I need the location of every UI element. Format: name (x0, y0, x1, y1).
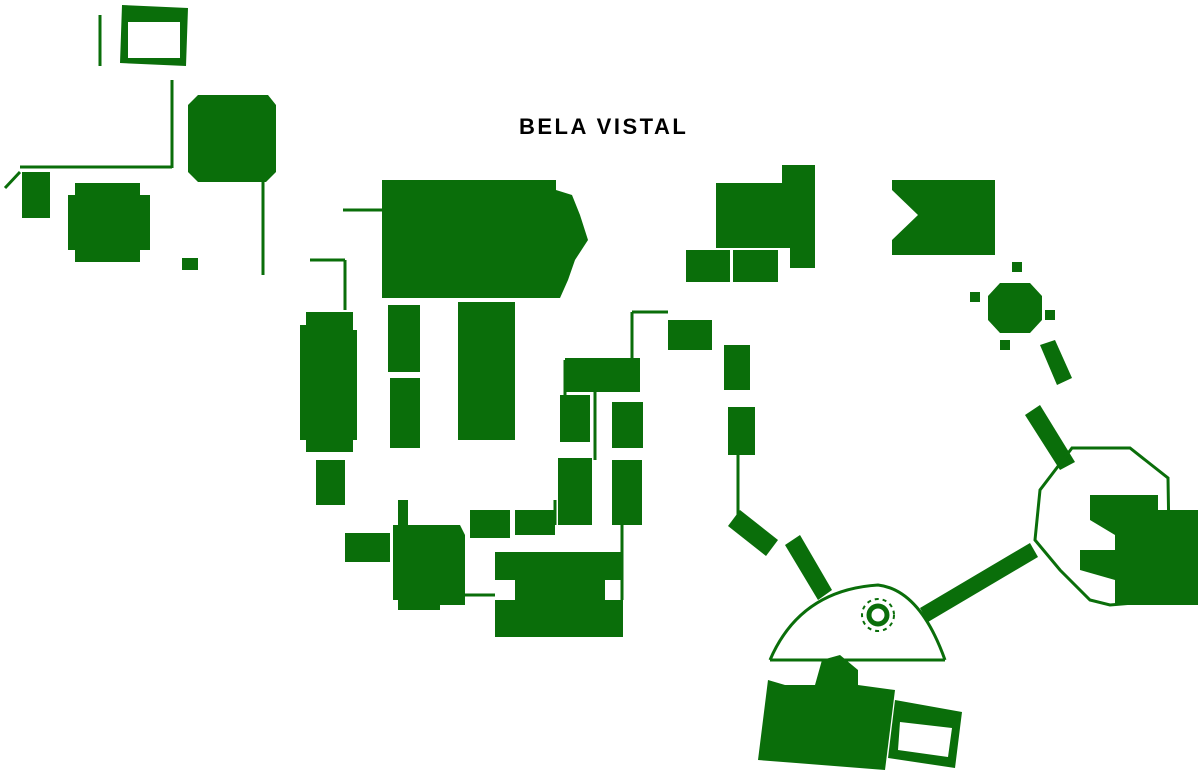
building-frame-se (888, 700, 962, 768)
building-v-notch (892, 180, 995, 255)
building-top-left-frame (120, 5, 188, 66)
building-south-center (393, 500, 465, 610)
building-octagon-east (988, 283, 1042, 333)
map-title: BELA VISTAL (519, 114, 689, 139)
building-wing-b (458, 302, 515, 440)
building-west (68, 183, 150, 262)
building-octagon-nw (188, 95, 276, 182)
corridor-2 (1025, 405, 1075, 470)
building-wing-a (300, 312, 357, 452)
building-south-block (495, 552, 623, 637)
east-plaza-outline (1033, 446, 1172, 607)
building-east-complex (1080, 495, 1198, 605)
fountain (866, 603, 890, 627)
corridor-3 (920, 543, 1038, 622)
outlines (768, 446, 1172, 662)
building-north-east (716, 165, 815, 268)
buildings (22, 5, 1198, 770)
building-main-hall (382, 180, 588, 298)
building-chapel (758, 655, 895, 770)
plaza-arc (768, 583, 947, 661)
building-small-w (22, 172, 50, 218)
corridor-1 (785, 535, 832, 600)
